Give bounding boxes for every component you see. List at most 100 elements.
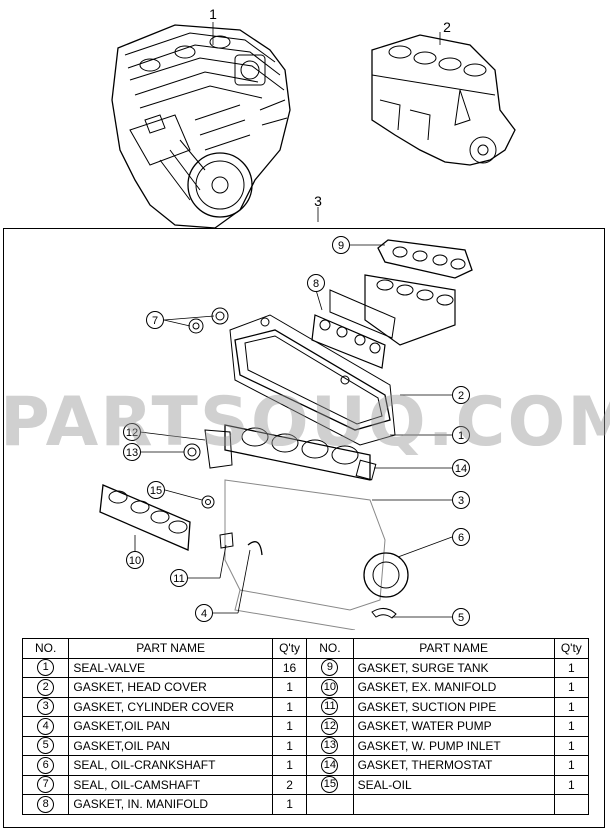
kit-callout-7: 7: [146, 311, 164, 329]
leader-lines: [134, 22, 453, 618]
svg-text:15: 15: [150, 485, 162, 497]
part-name: GASKET, WATER PUMP: [352, 716, 555, 737]
svg-text:7: 7: [152, 315, 158, 327]
part-qty: 1: [271, 735, 308, 756]
svg-text:6: 6: [458, 532, 464, 544]
part-qty: 1: [271, 677, 308, 698]
svg-text:13: 13: [126, 447, 138, 459]
callout-2-label: 2: [443, 19, 451, 35]
kit-callout-5: 5: [452, 608, 470, 626]
short-block-drawing: [371, 34, 516, 166]
svg-text:10: 10: [129, 555, 141, 567]
part-number: 2: [37, 678, 55, 696]
part-number: 13: [321, 737, 339, 755]
kit-callouts: 9 8 7 2 1 12 13 14 15 3 10 6 11 4 5: [123, 236, 470, 626]
table-row: 7 SEAL, OIL-CAMSHAFT 2 15 SEAL-OIL 1: [21, 774, 590, 795]
kit-callout-3: 3: [452, 491, 470, 509]
part-name: SEAL, OIL-CAMSHAFT: [68, 774, 273, 795]
part-name: GASKET, SUCTION PIPE: [352, 696, 555, 717]
svg-text:8: 8: [313, 278, 319, 290]
callout-labels: 1 2 3: [209, 6, 451, 209]
kit-callout-6: 6: [452, 528, 470, 546]
part-number: 14: [321, 756, 339, 774]
header-qty: Q'ty: [271, 638, 308, 659]
header-qty: Q'ty: [553, 638, 590, 659]
part-qty: 1: [553, 716, 590, 737]
callout-1-label: 1: [209, 6, 217, 22]
header-no: NO.: [21, 638, 70, 659]
part-qty: 1: [553, 735, 590, 756]
header-no: NO.: [306, 638, 354, 659]
part-qty: 1: [553, 696, 590, 717]
part-name: GASKET, SURGE TANK: [352, 657, 555, 678]
part-name: SEAL-VALVE: [68, 657, 273, 678]
table-row: 8 GASKET, IN. MANIFOLD 1: [21, 794, 590, 815]
part-number: 11: [321, 698, 339, 716]
table-row: 1 SEAL-VALVE 16 9 GASKET, SURGE TANK 1: [21, 657, 590, 678]
svg-text:3: 3: [458, 495, 464, 507]
table-row: 5 GASKET,OIL PAN 1 13 GASKET, W. PUMP IN…: [21, 735, 590, 756]
kit-callout-4: 4: [195, 604, 213, 622]
part-qty: 1: [271, 696, 308, 717]
svg-text:14: 14: [455, 463, 467, 475]
table-row: 3 GASKET, CYLINDER COVER 1 11 GASKET, SU…: [21, 696, 590, 717]
kit-callout-9: 9: [332, 236, 350, 254]
part-name: GASKET, HEAD COVER: [68, 677, 273, 698]
part-qty: 2: [271, 774, 308, 795]
part-qty: 1: [271, 716, 308, 737]
engine-assembly-drawing: [111, 24, 291, 229]
svg-text:5: 5: [458, 612, 464, 624]
part-number: 15: [321, 776, 339, 794]
empty-cell: [553, 794, 590, 815]
part-name: SEAL-OIL: [352, 774, 555, 795]
part-number: 12: [321, 717, 339, 735]
part-number: 4: [37, 717, 55, 735]
part-number: 10: [321, 678, 339, 696]
part-qty: 1: [553, 657, 590, 678]
part-qty: 1: [271, 794, 308, 815]
parts-table-header: NO. PART NAME Q'ty NO. PART NAME Q'ty: [21, 638, 590, 659]
table-row: 4 GASKET,OIL PAN 1 12 GASKET, WATER PUMP…: [21, 716, 590, 737]
kit-callout-2: 2: [452, 386, 470, 404]
part-qty: 1: [271, 755, 308, 776]
table-row: 2 GASKET, HEAD COVER 1 10 GASKET, EX. MA…: [21, 677, 590, 698]
kit-callout-15: 15: [147, 481, 165, 499]
kit-callout-8: 8: [307, 274, 325, 292]
callout-3-label: 3: [314, 193, 322, 209]
svg-text:12: 12: [126, 427, 138, 439]
gasket-kit-frame: [3, 228, 605, 828]
kit-callout-10: 10: [126, 551, 144, 569]
empty-cell: [306, 794, 354, 815]
table-row: 6 SEAL, OIL-CRANKSHAFT 1 14 GASKET, THER…: [21, 755, 590, 776]
kit-callout-14: 14: [452, 459, 470, 477]
kit-callout-1: 1: [452, 426, 470, 444]
part-name: GASKET, CYLINDER COVER: [68, 696, 273, 717]
gasket-kit-drawing: [99, 239, 473, 630]
kit-callout-11: 11: [170, 569, 188, 587]
svg-text:9: 9: [338, 240, 344, 252]
part-qty: 16: [271, 657, 308, 678]
part-name: GASKET,OIL PAN: [68, 735, 273, 756]
kit-callout-12: 12: [123, 423, 141, 441]
kit-callout-13: 13: [123, 443, 141, 461]
parts-table: NO. PART NAME Q'ty NO. PART NAME Q'ty 1 …: [21, 638, 590, 815]
exploded-engine-diagram: 1 2 3 9 8 7 2 1 12 13 14 15 3 10 6 11 4 …: [99, 6, 516, 630]
part-qty: 1: [553, 677, 590, 698]
part-number: 9: [321, 659, 339, 677]
part-qty: 1: [553, 755, 590, 776]
part-name: GASKET, W. PUMP INLET: [352, 735, 555, 756]
part-number: 1: [37, 659, 55, 677]
part-number: 3: [37, 698, 55, 716]
part-name: GASKET,OIL PAN: [68, 716, 273, 737]
svg-text:11: 11: [173, 573, 184, 585]
part-name: GASKET, EX. MANIFOLD: [352, 677, 555, 698]
header-part-name: PART NAME: [68, 638, 273, 659]
part-name: GASKET, IN. MANIFOLD: [68, 794, 273, 815]
header-part-name: PART NAME: [352, 638, 555, 659]
part-qty: 1: [553, 774, 590, 795]
empty-cell: [352, 794, 555, 815]
svg-text:1: 1: [458, 430, 464, 442]
part-number: 8: [37, 795, 55, 813]
part-name: GASKET, THERMOSTAT: [352, 755, 555, 776]
svg-text:2: 2: [458, 390, 464, 402]
